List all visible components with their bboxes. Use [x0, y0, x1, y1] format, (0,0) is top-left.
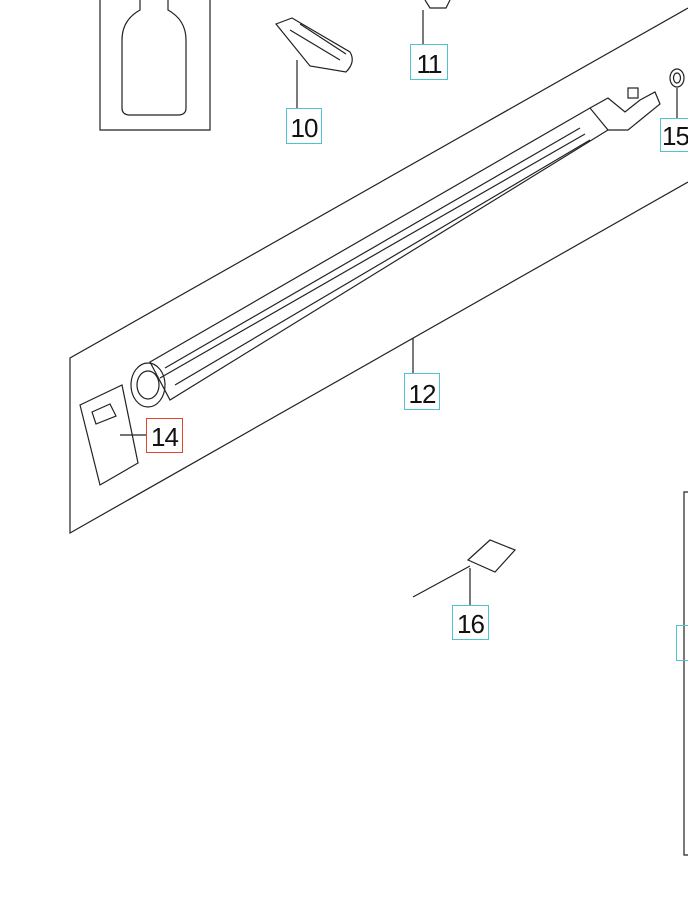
- nozzle-part-10: [275, 17, 353, 108]
- part-14: [79, 384, 146, 486]
- callout-16[interactable]: 16: [452, 605, 489, 640]
- lance-assembly-frame: [69, 7, 688, 535]
- callout-12[interactable]: 12: [404, 373, 440, 410]
- bottle-part-frame: [99, 0, 211, 131]
- callout-14[interactable]: 14: [146, 418, 183, 453]
- part-11: [422, 0, 451, 44]
- adjacent-panel-frame: [683, 491, 688, 856]
- callout-15[interactable]: 15: [660, 118, 688, 152]
- callout-11[interactable]: 11: [410, 44, 448, 80]
- washer-part-15: [669, 68, 685, 118]
- probe-part-16: [412, 539, 517, 605]
- callout-partial-offscreen: [676, 625, 688, 661]
- callout-10[interactable]: 10: [286, 108, 322, 144]
- lance-tube-part-12: [130, 87, 661, 408]
